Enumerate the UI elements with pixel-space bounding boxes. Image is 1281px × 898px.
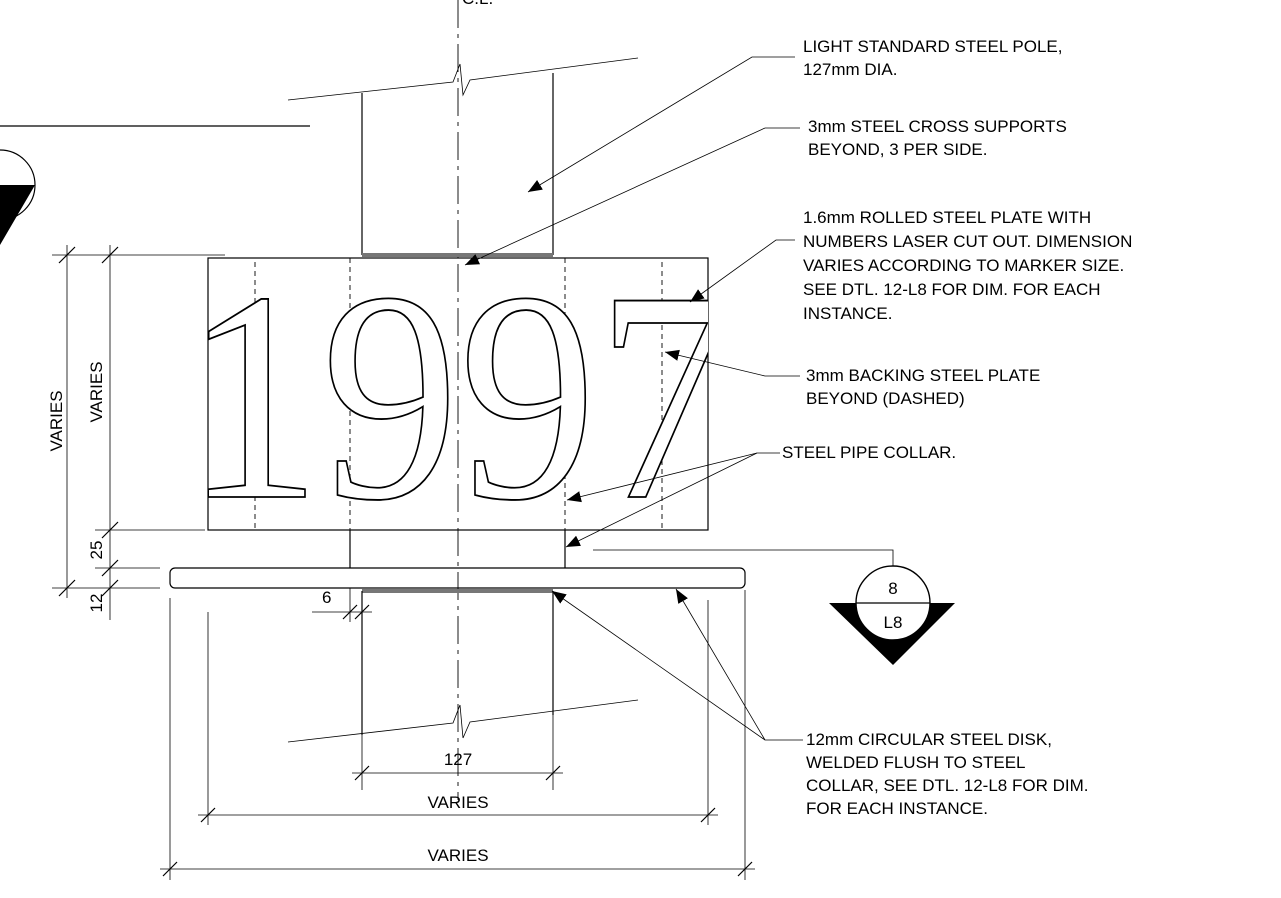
note-disk-line4: FOR EACH INSTANCE. bbox=[806, 799, 988, 818]
note-backing-line1: 3mm BACKING STEEL PLATE bbox=[806, 366, 1040, 385]
section-reference-line bbox=[593, 549, 894, 570]
note-disk-line3: COLLAR, SEE DTL. 12-L8 FOR DIM. bbox=[806, 776, 1088, 795]
marker-numbers: 1997 bbox=[184, 230, 734, 562]
steel-pole-upper bbox=[287, 57, 639, 255]
note-plate-line4: SEE DTL. 12-L8 FOR DIM. FOR EACH bbox=[803, 280, 1101, 299]
dim-inner-height: VARIES bbox=[87, 361, 106, 422]
centerline-label: C.L. bbox=[462, 0, 493, 8]
note-cross-line1: 3mm STEEL CROSS SUPPORTS bbox=[808, 117, 1067, 136]
note-plate-line1: 1.6mm ROLLED STEEL PLATE WITH bbox=[803, 208, 1091, 227]
dim-disk-thickness: 12 bbox=[87, 594, 106, 613]
section-sheet-number: L8 bbox=[884, 613, 903, 632]
steel-pipe-collar bbox=[349, 530, 566, 568]
horizontal-dimensions: 127 VARIES VARIES bbox=[160, 590, 755, 880]
steel-pole-lower bbox=[287, 591, 639, 743]
note-plate-line5: INSTANCE. bbox=[803, 304, 892, 323]
note-pole-line1: LIGHT STANDARD STEEL POLE, bbox=[803, 37, 1062, 56]
note-leaders bbox=[464, 56, 803, 741]
notes: LIGHT STANDARD STEEL POLE, 127mm DIA. 3m… bbox=[782, 37, 1132, 818]
note-pole-line2: 127mm DIA. bbox=[803, 60, 897, 79]
note-disk-line2: WELDED FLUSH TO STEEL bbox=[806, 753, 1025, 772]
section-detail-number: 8 bbox=[888, 579, 897, 598]
rolled-steel-plate bbox=[207, 257, 709, 531]
note-cross-line2: BEYOND, 3 PER SIDE. bbox=[808, 140, 988, 159]
note-collar: STEEL PIPE COLLAR. bbox=[782, 443, 956, 462]
partial-section-symbol bbox=[0, 125, 310, 245]
dim-plate-width: VARIES bbox=[427, 793, 488, 812]
dim-collar-gap-label: 6 bbox=[322, 588, 331, 607]
note-disk-line1: 12mm CIRCULAR STEEL DISK, bbox=[806, 730, 1052, 749]
dim-outer-height: VARIES bbox=[47, 390, 66, 451]
centerline: C.L. bbox=[457, 0, 493, 800]
laser-cut-numbers: 1997 bbox=[184, 230, 734, 562]
dim-collar-gap: 6 bbox=[312, 588, 372, 622]
note-backing-line2: BEYOND (DASHED) bbox=[806, 389, 965, 408]
backing-plate-dashed-lines bbox=[254, 258, 663, 530]
dim-pole-diameter: 127 bbox=[444, 750, 472, 769]
dim-disk-width: VARIES bbox=[427, 846, 488, 865]
circular-steel-disk bbox=[169, 567, 746, 589]
section-marker-8-l8[interactable]: 8 L8 bbox=[829, 565, 955, 665]
note-plate-line3: VARIES ACCORDING TO MARKER SIZE. bbox=[803, 256, 1124, 275]
note-plate-line2: NUMBERS LASER CUT OUT. DIMENSION bbox=[803, 232, 1132, 251]
vertical-dimensions: VARIES VARIES 25 12 bbox=[47, 245, 225, 620]
dim-collar-height: 25 bbox=[87, 541, 106, 560]
